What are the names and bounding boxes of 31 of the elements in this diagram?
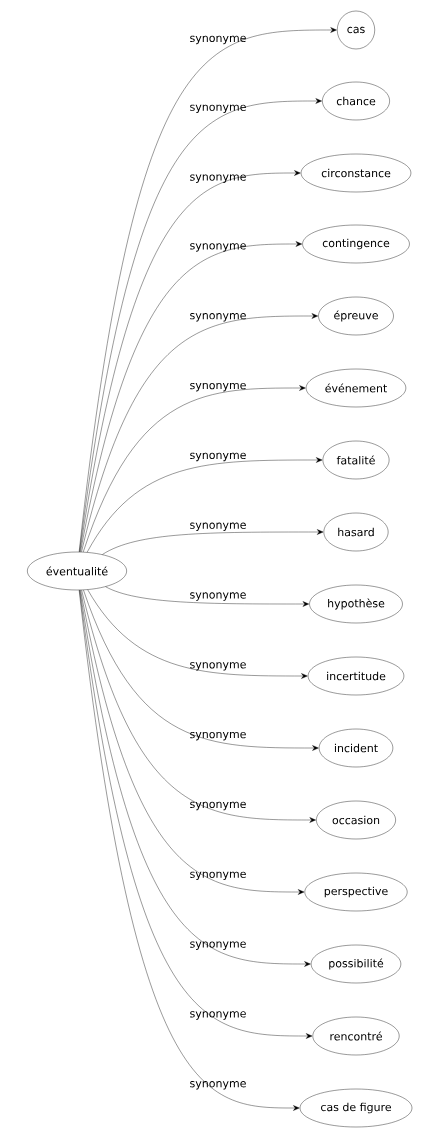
edge-label: synonyme bbox=[190, 313, 246, 322]
edge-label: synonyme bbox=[190, 243, 246, 252]
edge-label: synonyme bbox=[190, 452, 246, 462]
edge-label: synonyme bbox=[190, 35, 246, 45]
edge-label: synonyme bbox=[190, 871, 246, 881]
edge-label: synonyme bbox=[190, 662, 246, 671]
arrow bbox=[79, 589, 311, 967]
arrow bbox=[79, 170, 301, 553]
arrow bbox=[80, 241, 302, 553]
arrow bbox=[105, 586, 309, 607]
edge-label: synonyme bbox=[190, 1081, 246, 1090]
edge-label: synonyme bbox=[190, 174, 246, 183]
arrow bbox=[81, 313, 318, 553]
edge-label: synonyme bbox=[190, 731, 246, 741]
arrow bbox=[86, 457, 323, 553]
arrow bbox=[81, 589, 316, 823]
arrow bbox=[102, 529, 324, 555]
edge-label: synonyme bbox=[190, 592, 246, 601]
arrow bbox=[87, 589, 308, 679]
arrow bbox=[80, 589, 305, 895]
arrow bbox=[79, 98, 322, 553]
edge-label: synonyme bbox=[190, 1011, 246, 1020]
edge-label: synonyme bbox=[190, 941, 246, 950]
arrow bbox=[78, 27, 337, 553]
edge-label: synonyme bbox=[190, 522, 246, 531]
arrow bbox=[78, 590, 300, 1111]
edge-label: synonyme bbox=[190, 104, 246, 114]
edge-label: synonyme bbox=[190, 801, 246, 811]
edge-label: synonyme bbox=[190, 382, 246, 392]
arrow bbox=[83, 385, 306, 553]
arrow bbox=[83, 589, 319, 751]
